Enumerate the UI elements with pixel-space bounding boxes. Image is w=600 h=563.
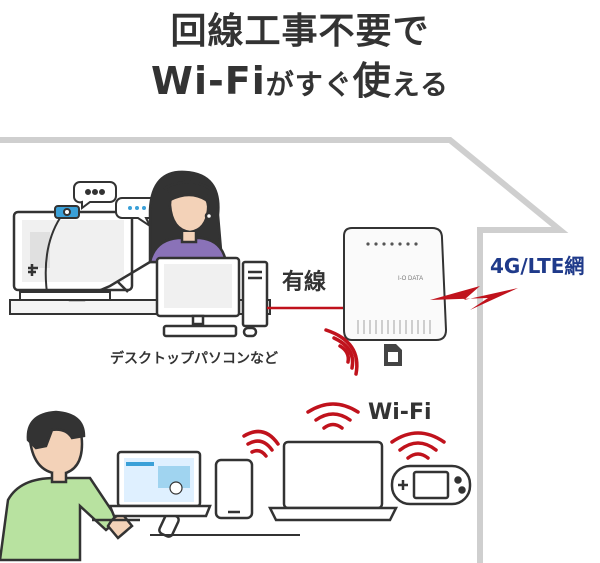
- router: [343, 227, 448, 341]
- router-vents: [357, 320, 431, 334]
- user-laptop: [108, 450, 212, 518]
- back-monitor: [12, 210, 134, 302]
- headline-tsuka: 使: [352, 59, 392, 103]
- router-leds: [366, 242, 418, 246]
- desktop-caption: デスクトップパソコンなど: [110, 351, 278, 367]
- sim-card-icon: [384, 344, 402, 366]
- laptop-signal-icon: [306, 402, 360, 430]
- lte-lightning-icon: [430, 286, 518, 310]
- headline-line-1: 回線工事不要で: [170, 11, 430, 52]
- game-console: [390, 464, 472, 506]
- headline-line-2: Wi-Fiがすぐ使える: [0, 50, 600, 105]
- woman: [95, 170, 228, 294]
- man: [0, 410, 140, 562]
- smartphone: [214, 458, 254, 520]
- smartphone-signal-icon: [242, 429, 280, 458]
- router-brand: I-O DATA: [398, 276, 423, 282]
- headline-wifi: Wi-Fi: [151, 59, 266, 103]
- console-signal-icon: [390, 431, 446, 460]
- desktop-pc: [155, 256, 269, 338]
- webcam: [44, 205, 80, 301]
- headline-eru: える: [391, 68, 449, 101]
- speech-bubble-1: [73, 181, 117, 210]
- router-signal-icon: [324, 328, 359, 376]
- wired-label: 有線: [282, 270, 327, 295]
- wifi-label: Wi-Fi: [368, 400, 432, 425]
- laptop: [267, 440, 399, 522]
- headline-ga-sugu: がすぐ: [265, 68, 353, 101]
- back-keyboard: [19, 291, 111, 301]
- house-outline: [0, 137, 569, 563]
- network-label: 4G/LTE網: [490, 254, 585, 278]
